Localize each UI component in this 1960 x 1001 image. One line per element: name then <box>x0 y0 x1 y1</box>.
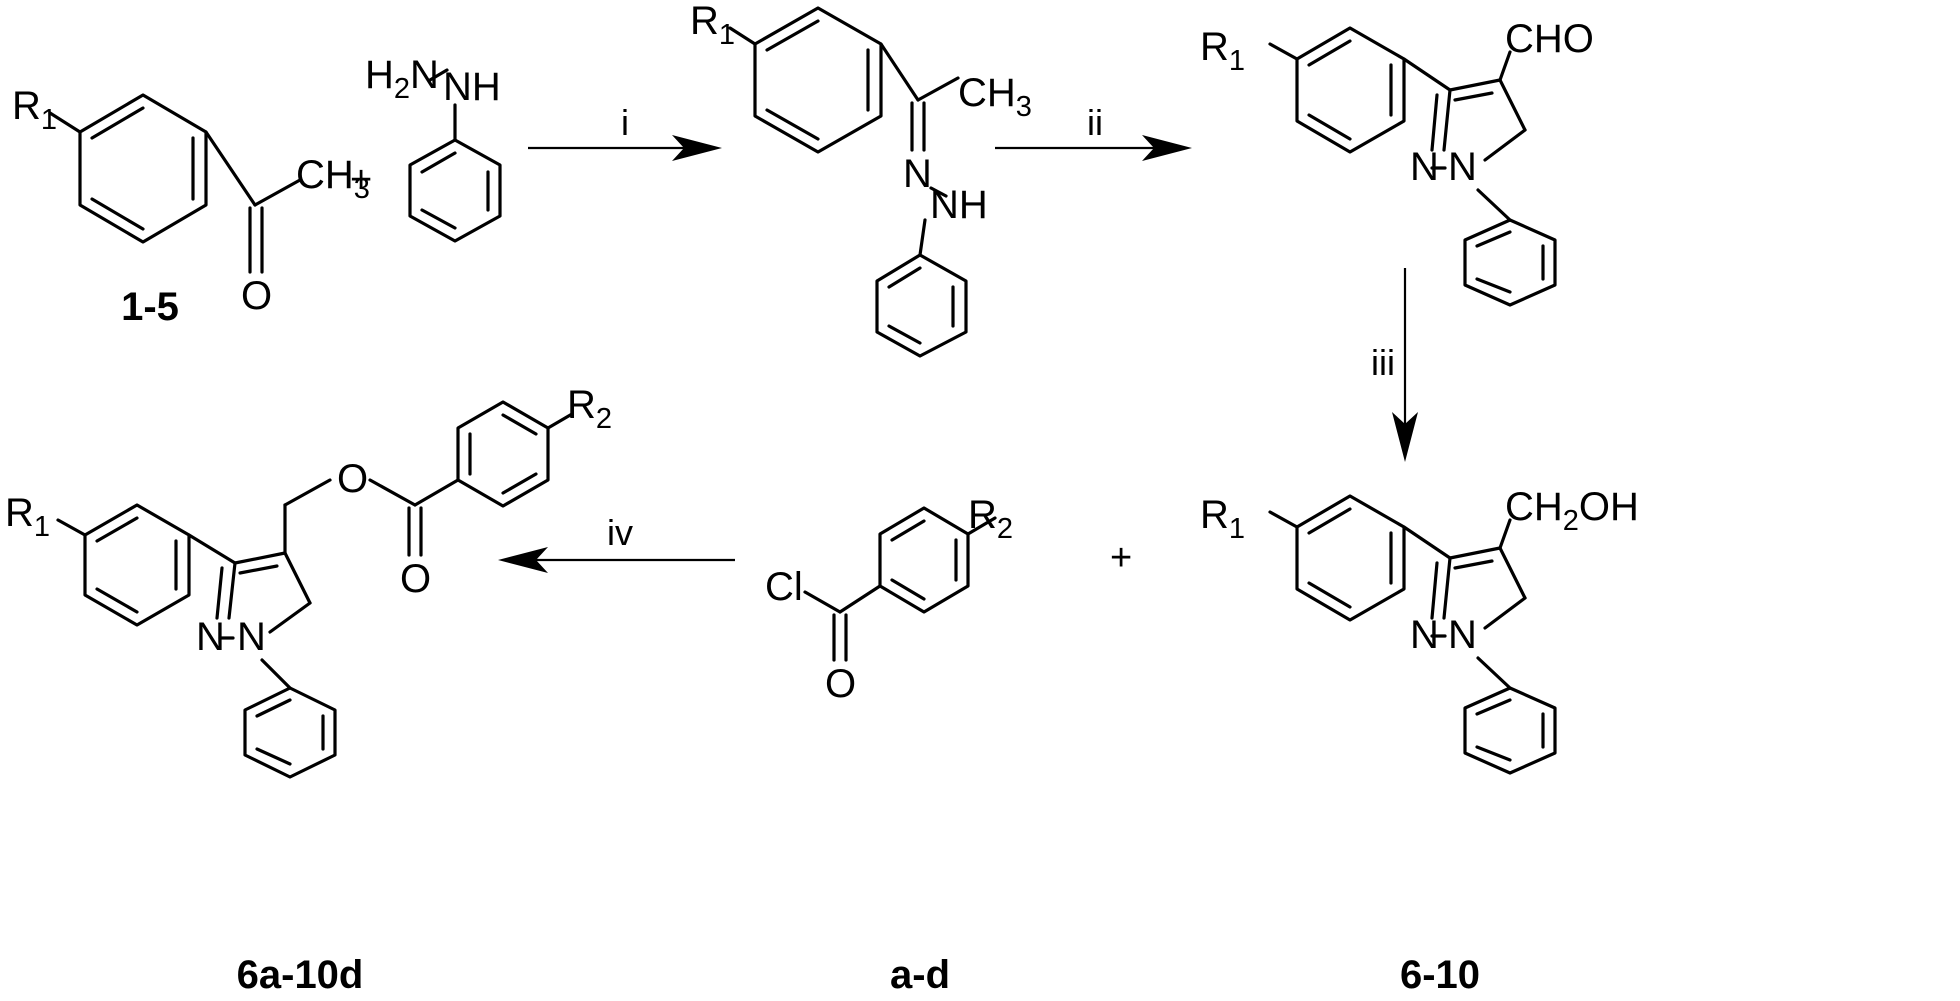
structure-ester-product: R1 O O R2 N N <box>5 383 612 779</box>
r1-label: R1 <box>1200 493 1245 545</box>
condition-iv: iv <box>607 512 633 553</box>
compound-label-a-d: a-d <box>890 953 950 997</box>
structure-pyrazole-methanol: R1 CH2OH N N <box>1200 485 1639 775</box>
ester-o-label: O <box>337 457 368 501</box>
pyrazole-n1-label: N <box>1448 613 1477 657</box>
condition-iii: iii <box>1371 342 1395 383</box>
ch3-label: CH3 <box>296 153 370 205</box>
compound-label-6-10: 6-10 <box>1400 953 1480 997</box>
nh-label: NH <box>443 65 501 109</box>
compound-label-6a-10d: 6a-10d <box>237 953 364 997</box>
r2-label: R2 <box>968 493 1013 545</box>
pyrazole-n1-label: N <box>237 615 266 659</box>
structure-acetophenone: R1 CH3 O <box>12 84 370 318</box>
r2-label: R2 <box>567 383 612 435</box>
structure-acyl-chloride: R2 Cl O <box>765 493 1013 706</box>
carbonyl-o-label: O <box>825 662 856 706</box>
condition-i: i <box>621 102 629 143</box>
plus-sign-2: + <box>1110 537 1132 579</box>
compound-label-1-5: 1-5 <box>121 285 179 329</box>
structure-hydrazone: R1 CH3 N NH <box>690 0 1032 358</box>
ch3-label: CH3 <box>958 71 1032 123</box>
pyrazole-n1-label: N <box>1448 145 1477 189</box>
plus-sign-1: + <box>350 159 372 201</box>
n-label: N <box>903 152 932 196</box>
reaction-arrow-iv: iv <box>498 512 735 573</box>
cho-label: CHO <box>1505 17 1594 61</box>
r1-label: R1 <box>1200 25 1245 77</box>
r1-label: R1 <box>690 0 735 51</box>
r1-label: R1 <box>12 84 57 136</box>
ch2oh-label: CH2OH <box>1505 485 1639 537</box>
reaction-arrow-iii: iii <box>1371 268 1418 462</box>
h2n-label: H2N <box>365 53 439 105</box>
structure-phenylhydrazine: H2N NH <box>365 53 502 243</box>
reaction-arrow-ii: ii <box>995 102 1192 161</box>
structure-pyrazole-aldehyde: R1 CHO N N <box>1200 17 1594 307</box>
nh-label: NH <box>930 183 988 227</box>
reaction-arrow-i: i <box>528 102 722 161</box>
carbonyl-o-label: O <box>400 557 431 601</box>
cl-label: Cl <box>765 565 803 609</box>
condition-ii: ii <box>1087 102 1103 143</box>
r1-label: R1 <box>5 491 50 543</box>
carbonyl-o-label: O <box>241 274 272 318</box>
